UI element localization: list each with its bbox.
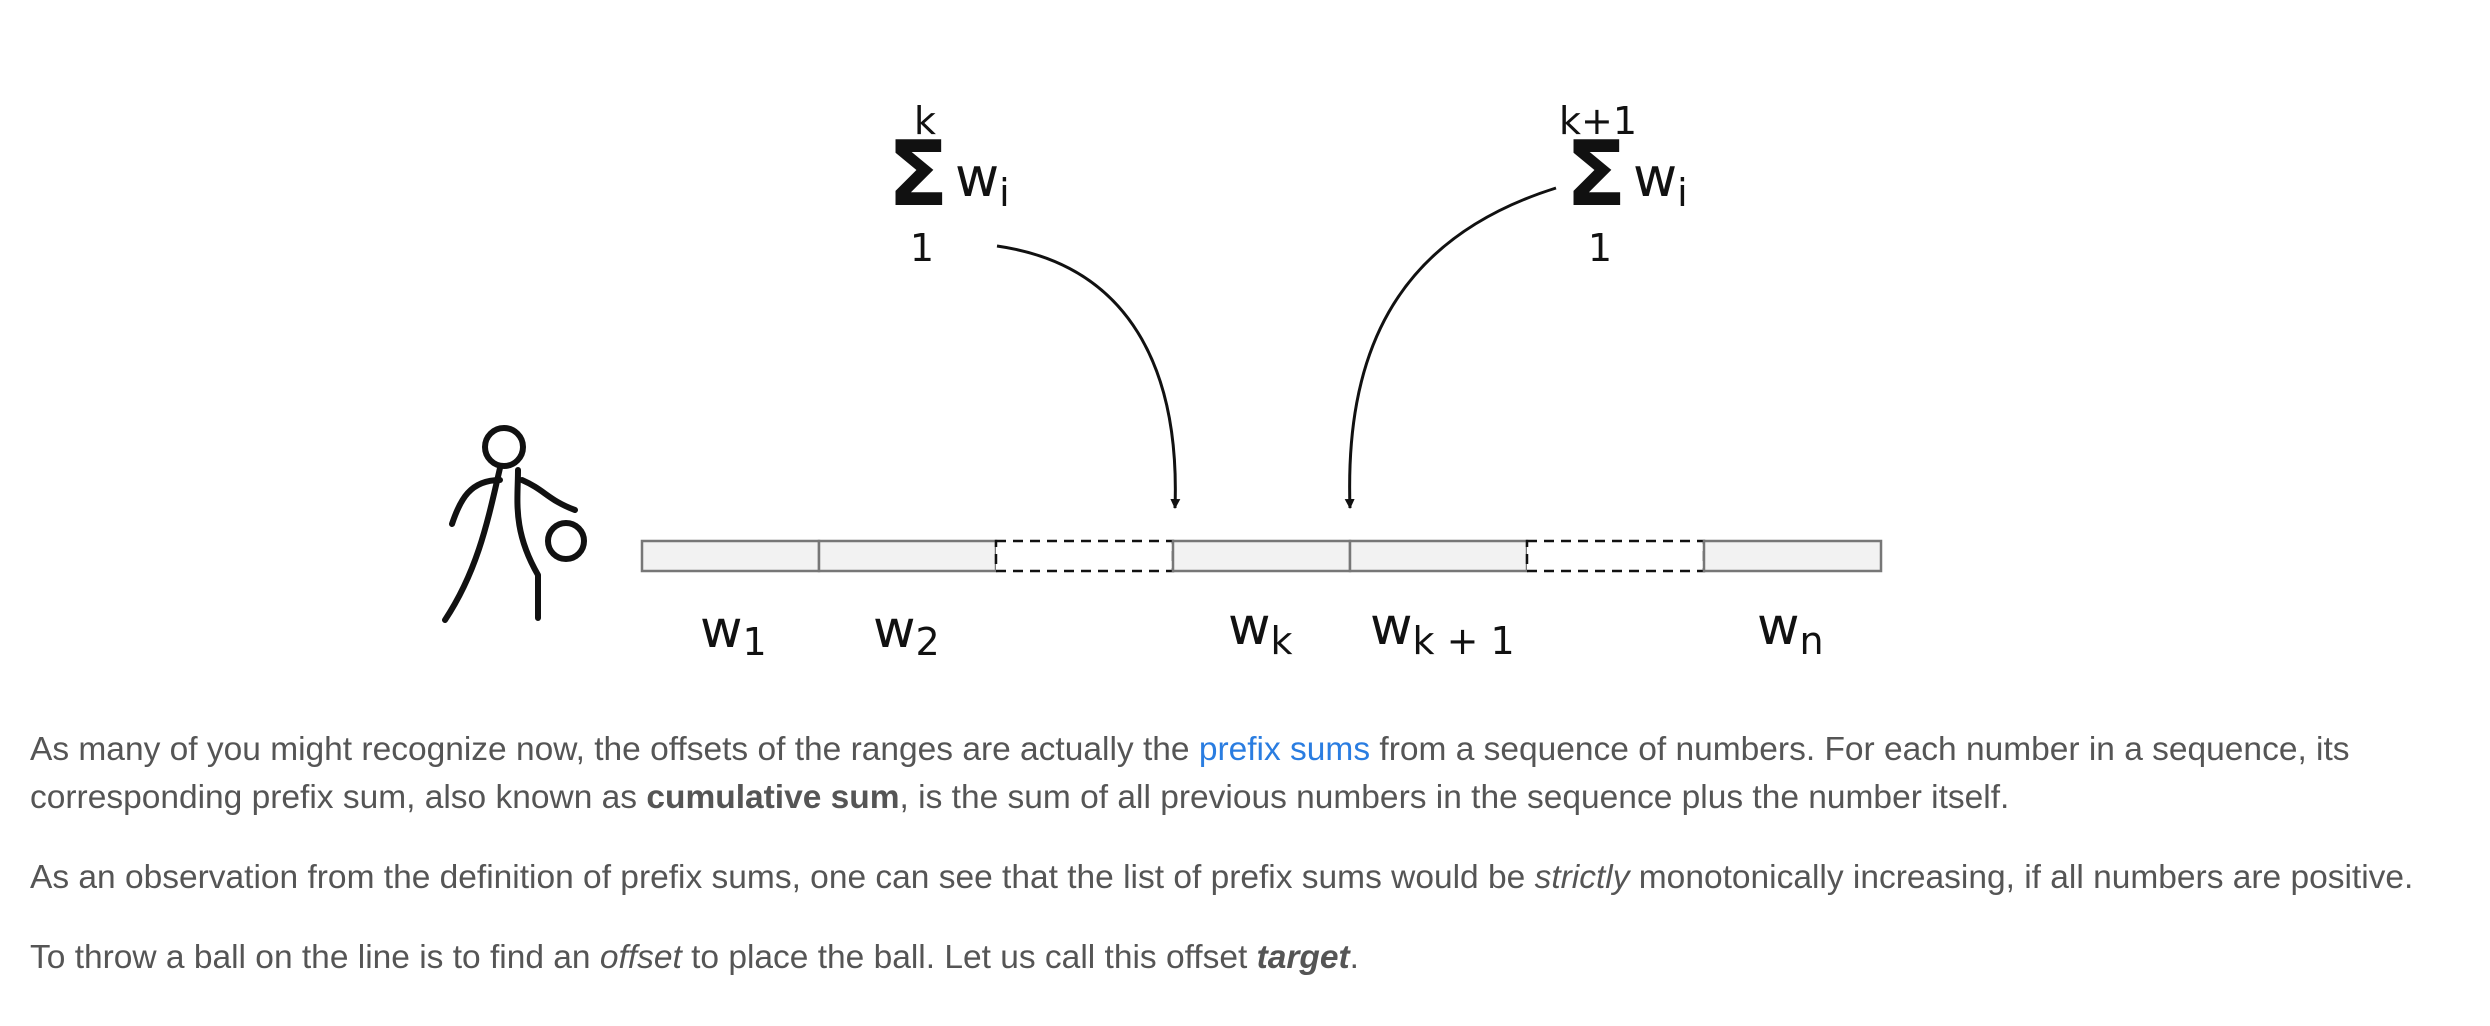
segment-w1 <box>640 539 821 573</box>
formula-left-upper: k <box>914 99 936 143</box>
segment-w2 <box>817 539 998 573</box>
label-w2: w2 <box>873 600 940 664</box>
target-term: target <box>1256 939 1350 976</box>
label-wk1: wk + 1 <box>1370 597 1515 663</box>
formula-right-term: wi <box>1633 146 1688 215</box>
paragraph-target: To throw a ball on the line is to find a… <box>30 934 2470 982</box>
paragraph-text: As an observation from the definition of… <box>30 859 1535 896</box>
formula-right-upper: k+1 <box>1559 99 1637 143</box>
formula-right-lower: 1 <box>1588 226 1612 270</box>
formula-left-term: wi <box>955 146 1010 215</box>
paragraph-text: . <box>1349 939 1359 976</box>
paragraph-observation: As an observation from the definition of… <box>30 854 2470 902</box>
label-wn: wn <box>1757 597 1824 663</box>
arrow-right <box>1344 186 1557 509</box>
sigma-icon: Σ <box>1565 122 1626 227</box>
offset-emphasis: offset <box>599 939 682 976</box>
segment-wn <box>1702 539 1883 573</box>
label-wk: wk <box>1228 597 1293 663</box>
article-body: As many of you might recognize now, the … <box>30 726 2470 1014</box>
paragraph-text: As many of you might recognize now, the … <box>30 731 1199 768</box>
person-dribbling-icon <box>442 425 587 623</box>
prefix-sum-diagram: k Σ wi 1 k+1 Σ wi 1 w1 w2 wk wk + 1 w <box>442 99 1883 664</box>
segment-wk <box>1171 539 1352 573</box>
paragraph-text: To throw a ball on the line is to find a… <box>30 939 600 976</box>
segment-gap-1 <box>994 539 1175 573</box>
label-w1: w1 <box>700 600 767 664</box>
cumulative-sum-term: cumulative sum <box>646 779 900 816</box>
formula-left-lower: 1 <box>910 226 934 270</box>
paragraph-text: to place the ball. Let us call this offs… <box>681 939 1257 976</box>
segment-labels: w1 w2 wk wk + 1 wn <box>700 597 1824 664</box>
paragraph-text: , is the sum of all previous numbers in … <box>899 779 2010 816</box>
paragraph-text: from a sequence of numbers. For each num… <box>30 731 2350 816</box>
formula-left: k Σ wi 1 <box>887 99 1009 270</box>
strictly-emphasis: strictly <box>1534 859 1630 896</box>
prefix-sums-link[interactable]: prefix sums <box>1198 731 1371 768</box>
sigma-icon: Σ <box>887 122 948 227</box>
weight-line <box>640 539 1883 573</box>
segment-gap-2 <box>1525 539 1706 573</box>
formula-right: k+1 Σ wi 1 <box>1559 99 1688 270</box>
paragraph-text: monotonically increasing, if all numbers… <box>1629 859 2414 896</box>
paragraph-prefix-sums: As many of you might recognize now, the … <box>30 726 2470 822</box>
arrow-left <box>996 244 1181 509</box>
segment-wk1 <box>1348 539 1529 573</box>
